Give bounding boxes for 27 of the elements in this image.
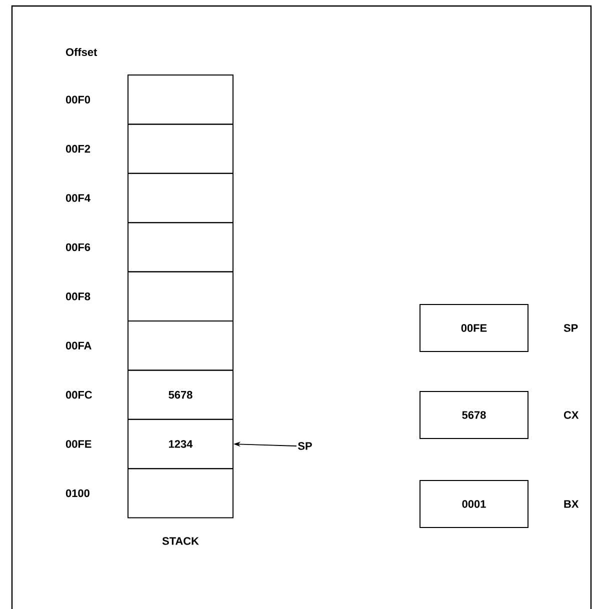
stack-cell <box>128 320 234 371</box>
offset-label: 00F8 <box>66 292 90 300</box>
register-name: BX <box>564 500 579 508</box>
pointer-label: SP <box>298 442 312 450</box>
stack-cell: 5678 <box>128 370 234 420</box>
stack-cell <box>128 124 234 174</box>
offset-label: 00F2 <box>66 144 90 153</box>
register-box: 5678 <box>420 391 528 439</box>
register-name: SP <box>564 324 578 332</box>
offset-label: 00F0 <box>66 96 90 104</box>
offset-label: 00FC <box>66 390 92 399</box>
register-box: 0001 <box>420 480 528 528</box>
register-box: 00FE <box>420 304 528 352</box>
stack-cell <box>128 271 234 322</box>
stack-cell <box>128 74 234 125</box>
column-heading: Offset <box>66 48 98 56</box>
offset-label: 0100 <box>66 489 90 498</box>
stack-cell: 1234 <box>128 418 234 470</box>
offset-label: 00F6 <box>66 243 90 252</box>
stack-cell <box>128 172 234 224</box>
stack-cell <box>128 468 234 518</box>
offset-label: 00FE <box>66 440 92 448</box>
offset-label: 00F4 <box>66 194 90 202</box>
stack-caption: STACK <box>162 537 199 545</box>
register-name: CX <box>564 411 579 419</box>
offset-label: 00FA <box>66 342 92 350</box>
stack-cell <box>128 222 234 272</box>
